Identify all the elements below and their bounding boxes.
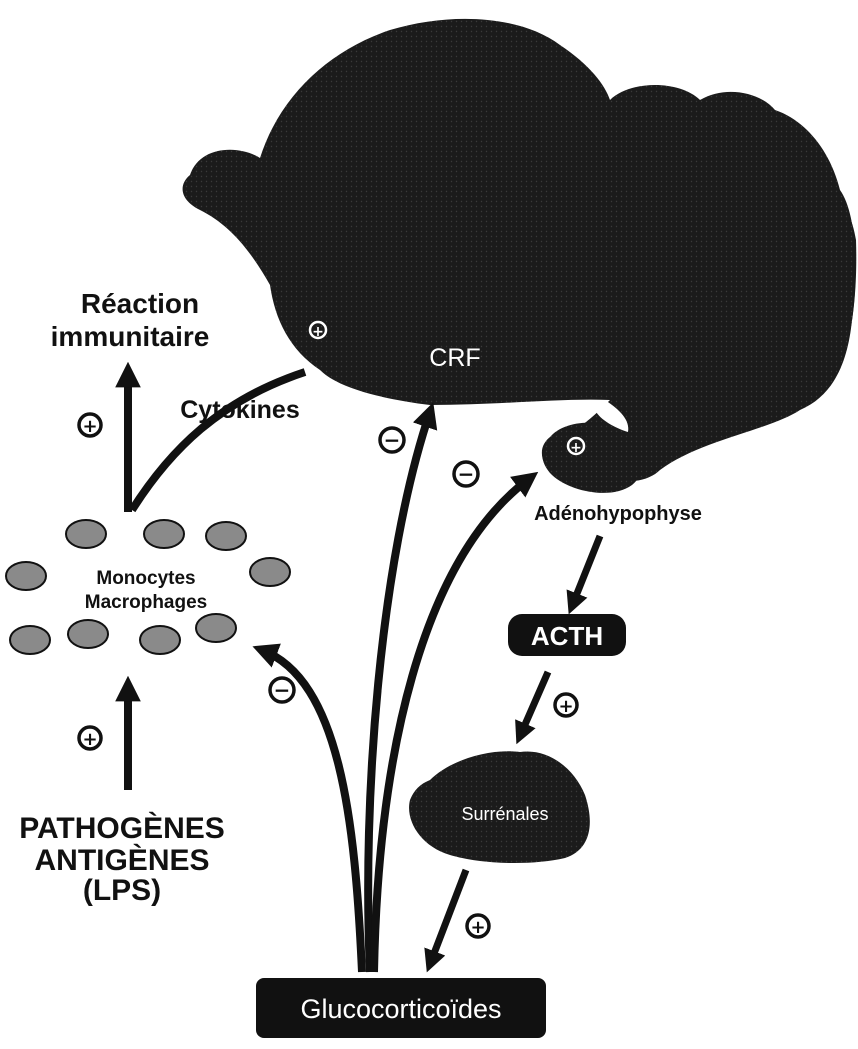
svg-text:−: − <box>458 462 475 486</box>
arrow-to-glucocorticoides <box>430 870 466 964</box>
monocytes-label: Monocytes <box>96 568 195 589</box>
cell <box>6 562 46 590</box>
cell <box>206 522 246 550</box>
plus-sign-reaction: + <box>79 414 101 437</box>
surrenales-label: Surrénales <box>461 804 548 824</box>
svg-text:+: + <box>312 324 324 340</box>
cell <box>140 626 180 654</box>
svg-text:−: − <box>384 428 401 452</box>
crf-label: CRF <box>429 344 480 372</box>
cell <box>10 626 50 654</box>
lps-label: (LPS) <box>83 874 161 907</box>
svg-text:+: + <box>82 729 97 750</box>
minus-sign-crf: − <box>380 428 404 452</box>
plus-sign-surrenales: + <box>467 915 489 938</box>
cytokines-arrow-line <box>132 372 305 510</box>
svg-text:+: + <box>470 917 485 938</box>
pathogenes-label: PATHOGÈNES <box>19 811 225 845</box>
immunitaire-label: immunitaire <box>51 321 210 352</box>
antigenes-label: ANTIGÈNES <box>34 843 209 877</box>
cell <box>68 620 108 648</box>
plus-sign-brain-left: + <box>310 322 326 340</box>
minus-sign-macrophages: − <box>270 678 294 702</box>
arrow-to-acth <box>572 536 600 606</box>
macrophages-label: Macrophages <box>85 592 207 613</box>
cell <box>66 520 106 548</box>
arrow-to-surrenales <box>520 672 548 736</box>
svg-text:+: + <box>558 696 573 717</box>
glucocorticoides-label: Glucocorticoïdes <box>300 994 501 1024</box>
adenohypophyse-label: Adénohypophyse <box>534 503 702 525</box>
minus-sign-adenohypophyse: − <box>454 462 478 486</box>
svg-text:+: + <box>570 440 582 456</box>
svg-text:+: + <box>82 416 97 437</box>
acth-label: ACTH <box>531 621 603 651</box>
plus-sign-pathogens: + <box>79 727 101 750</box>
plus-sign-pituitary: + <box>568 438 584 456</box>
svg-text:−: − <box>274 678 291 702</box>
cell <box>144 520 184 548</box>
cell <box>250 558 290 586</box>
reaction-label: Réaction <box>81 288 199 319</box>
plus-sign-acth: + <box>555 694 577 717</box>
cell <box>196 614 236 642</box>
